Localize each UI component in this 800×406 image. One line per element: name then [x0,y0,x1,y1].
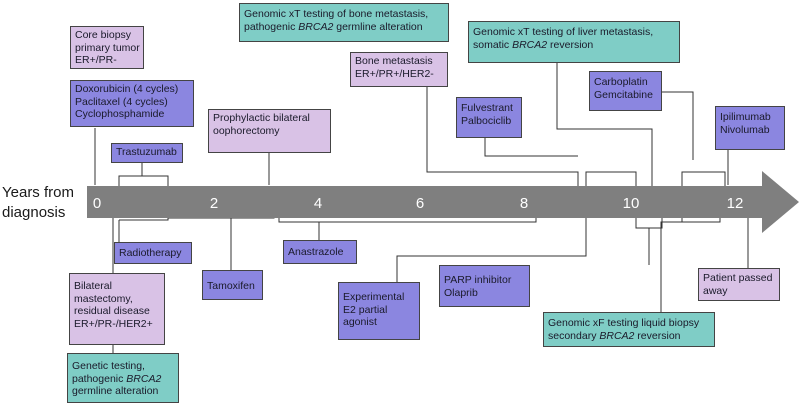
box-line: Palbociclib [461,114,512,127]
box-line: Bone metastasis [355,55,433,67]
tick-label: 2 [209,195,219,212]
box-line: Anastrazole [288,246,344,258]
box-line: oophorectomy [213,124,280,137]
trastuzumab-box: Trastuzumab [111,143,183,163]
box-line: Core biopsy [75,29,132,41]
tick-label: 10 [622,195,640,212]
text-span: reversion [547,38,594,51]
box-line: Ipilimumab [720,111,771,123]
box-line: Experimental [343,291,405,303]
box-line: Carboplatin [594,76,648,88]
anastrazole-box: Anastrazole [283,240,357,264]
trastuzumab-connector [118,163,169,192]
box-line: Gemcitabine [594,88,653,101]
box-line: Olaprib [444,286,478,299]
gene-name: BRCA2 [512,38,548,51]
box-line: Prophylactic bilateral [213,112,310,124]
fulvestrant-box: Fulvestrant Palbociclib [456,97,522,138]
box-line: Genomic xT testing of liver metastasis, [473,26,654,38]
box-line: Genetic testing, [72,360,145,372]
carboplatin-connector [662,91,726,192]
box-line: Genomic xT testing of bone metastasis, [244,8,429,20]
text-span: pathogenic [244,20,299,33]
genetic-testing-box: Genetic testing, pathogenic BRCA2 germli… [67,353,179,403]
box-line: Fulvestrant [461,102,513,114]
box-line: residual disease [74,305,150,317]
gene-name: BRCA2 [298,20,334,33]
box-line: Genomic xF testing liquid biopsy [548,317,700,329]
bone-metastasis-connector [426,87,579,192]
box-line: Tamoxifen [207,280,255,292]
box-line: Nivolumab [720,123,770,136]
box-line: Bilateral [74,280,112,292]
liquid-biopsy-box: Genomic xF testing liquid biopsy seconda… [543,312,715,347]
e2-agonist-box: Experimental E2 partial agonist [338,282,420,340]
oophorectomy-box: Prophylactic bilateral oophorectomy [208,109,331,153]
text-span: pathogenic [72,372,127,385]
tick-label: 6 [415,195,425,212]
timeline-arrow [87,171,799,233]
tick-label: 8 [519,195,529,212]
box-line: secondary BRCA2 reversion [548,330,710,343]
bone-metastasis-box: Bone metastasis ER+/PR+/HER2- [350,52,448,87]
carboplatin-box: Carboplatin Gemcitabine [589,71,662,111]
box-line: PARP inhibitor [444,274,512,286]
box-line: E2 partial [343,303,388,316]
box-line: Radiotherapy [119,247,182,259]
axis-label-line1: Years from [2,184,74,201]
box-line: somatic BRCA2 reversion [473,39,675,52]
text-span: secondary [548,329,600,342]
liver-genomic-connector [556,63,653,192]
tick-label: 0 [92,195,102,212]
text-span: reversion [634,329,681,342]
box-line: Cyclophosphamide [75,108,165,120]
box-line: mastectomy, [74,292,133,305]
tick-label: 12 [726,195,744,212]
tamoxifen-box: Tamoxifen [202,270,263,300]
fulvestrant-connector [484,138,637,192]
box-line: ER+/PR-/HER2+ [74,317,153,330]
parp-connector [635,212,663,265]
e2-agonist-connector [396,212,587,282]
tick-label: 4 [313,195,323,212]
text-span: germline alteration [333,20,423,33]
text-span: somatic [473,38,513,51]
box-line: Paclitaxel (4 cycles) [75,95,168,108]
liver-genomic-box: Genomic xT testing of liver metastasis, … [468,21,680,63]
box-line: germline alteration [72,385,159,397]
gene-name: BRCA2 [599,329,635,342]
box-line: away [703,284,728,297]
parp-inhibitor-box: PARP inhibitor Olaprib [439,265,530,307]
box-line: Doxorubicin (4 cycles) [75,83,179,95]
mastectomy-box: Bilateral mastectomy, residual disease E… [69,273,165,345]
box-line: agonist [343,316,377,328]
bone-genomic-box: Genomic xT testing of bone metastasis, p… [239,3,449,42]
box-line: Patient passed [703,272,773,284]
box-line: ER+/PR+/HER2- [355,67,434,80]
box-line: pathogenic BRCA2 [72,373,174,386]
core-biopsy-box: Core biopsy primary tumor ER+/PR- [70,26,144,69]
chemotherapy-box: Doxorubicin (4 cycles) Paclitaxel (4 cyc… [70,80,194,127]
ipilimumab-box: Ipilimumab Nivolumab [715,106,785,150]
radiotherapy-box: Radiotherapy [114,242,192,264]
patient-passed-box: Patient passed away [698,268,780,301]
box-line: primary tumor [75,41,140,54]
box-line: Trastuzumab [116,146,177,158]
box-line: ER+/PR- [75,54,117,66]
gene-name: BRCA2 [126,372,162,385]
box-line: pathogenic BRCA2 germline alteration [244,21,444,34]
axis-label-line2: diagnosis [2,204,66,221]
